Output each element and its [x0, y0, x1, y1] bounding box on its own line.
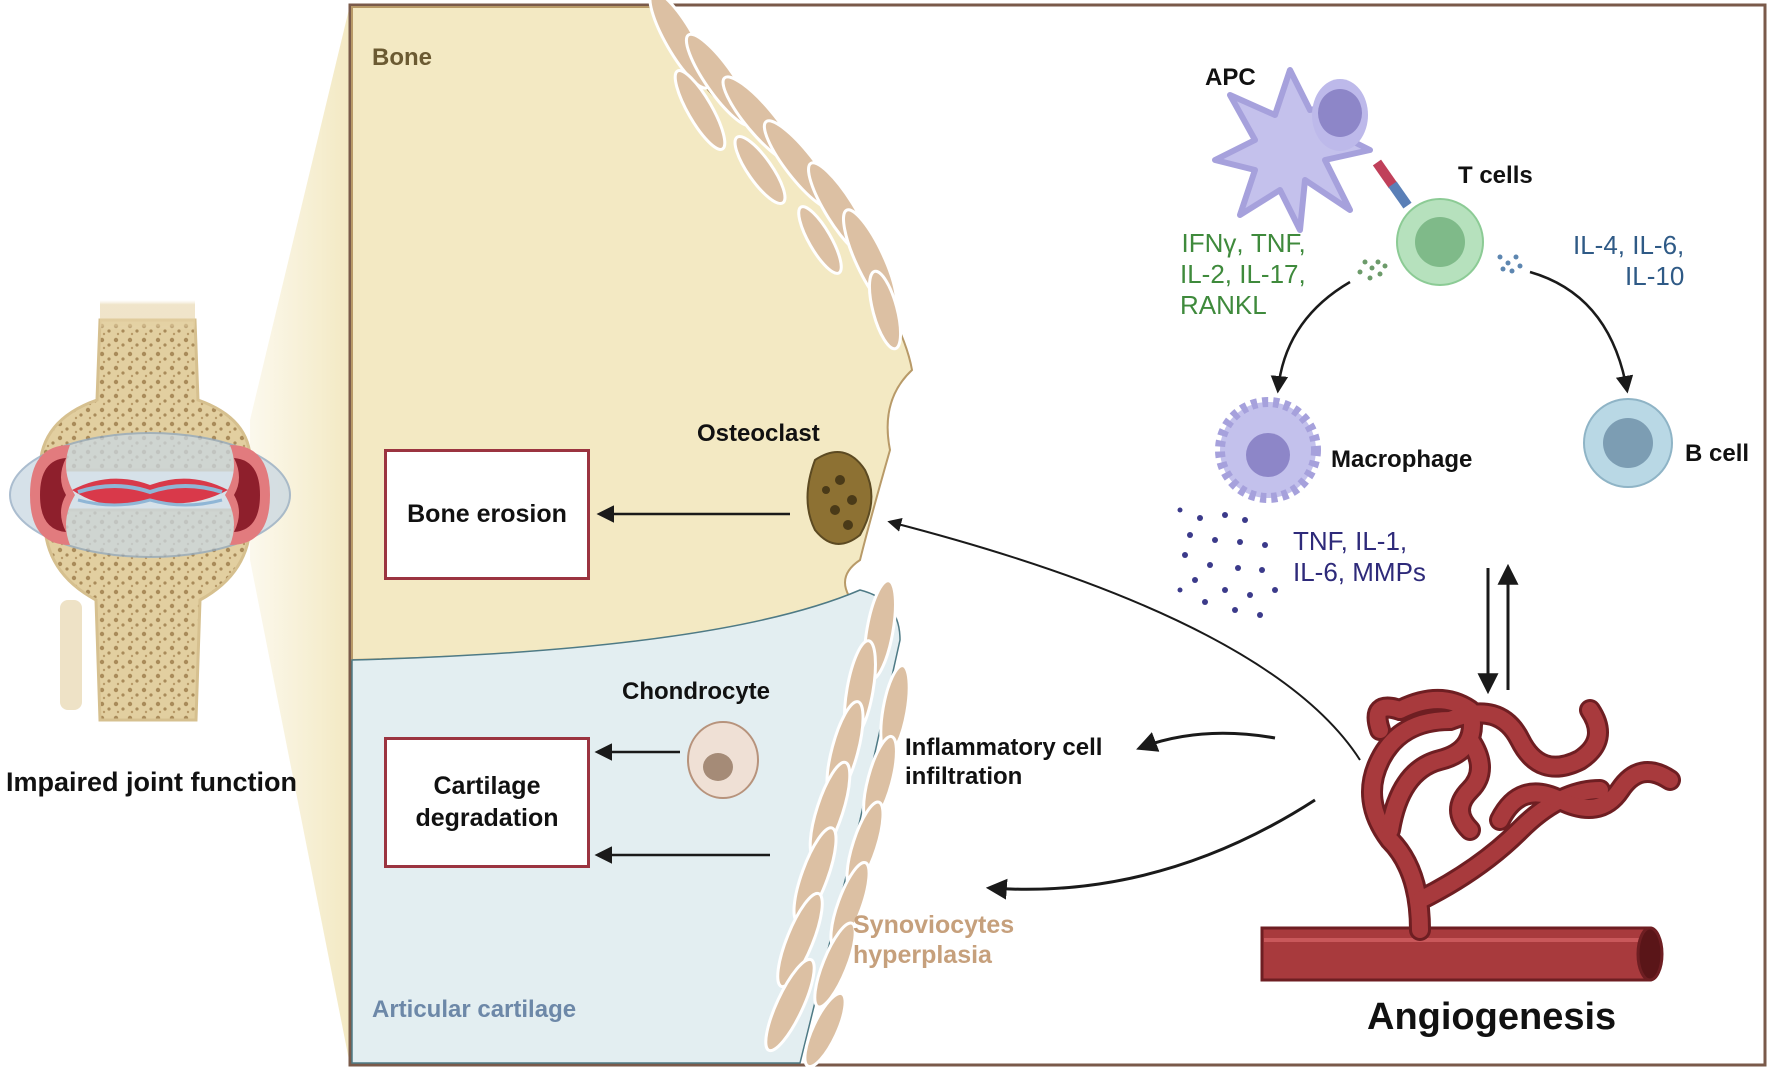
macrophage-cytokines-line1: TNF, IL-1, — [1293, 526, 1408, 556]
th2-cytokines-line1: IL-4, IL-6, — [1573, 230, 1685, 260]
osteoclast-cell — [806, 451, 873, 545]
infiltration-label: Inflammatory cell infiltration — [905, 734, 1102, 792]
t-cell — [1396, 198, 1484, 286]
cartilage-region — [351, 589, 901, 1064]
synoviocyte-layer-lower — [764, 579, 911, 1069]
th2-cytokines-line2: IL-10 — [1625, 261, 1685, 292]
th2-cytokines: IL-4, IL-6, IL-10 — [1573, 230, 1684, 292]
bone-erosion-label: Bone erosion — [407, 499, 567, 528]
cartilage-degradation-line2: degradation — [415, 803, 559, 832]
apc-label: APC — [1205, 64, 1256, 91]
zoom-fan — [250, 5, 350, 1065]
infiltration-line2: infiltration — [905, 762, 1023, 790]
arrow-tcell-to-macrophage — [1270, 280, 1351, 394]
bone-erosion-box: Bone erosion — [384, 449, 590, 580]
t-cells-label: T cells — [1458, 162, 1533, 189]
th2-cytokine-dots — [1497, 254, 1523, 274]
arrow-tcell-to-bcell — [1529, 270, 1634, 394]
th1-cytokines-line2: IL-2, IL-17, — [1180, 259, 1306, 290]
knee-joint-illustration — [9, 300, 291, 722]
cartilage-region-label: Articular cartilage — [372, 996, 577, 1023]
th1-cytokines: IFNγ, TNF, IL-2, IL-17, RANKL — [1180, 228, 1306, 322]
b-cell-label: B cell — [1685, 440, 1750, 467]
angiogenesis-vessel — [1260, 689, 1681, 982]
synoviocytes-line1: Synoviocytes — [853, 911, 1015, 939]
synoviocytes-label: Synoviocytes hyperplasia — [853, 910, 1014, 970]
arrow-angiogenesis-to-osteoclast — [887, 518, 1361, 761]
cartilage-degradation-box: Cartilage degradation — [384, 737, 590, 868]
angiogenesis-label: Angiogenesis — [1367, 996, 1617, 1038]
th1-cytokines-line1: IFNγ, TNF, — [1181, 228, 1306, 258]
b-cell — [1583, 398, 1673, 488]
macrophage-cell — [1215, 397, 1321, 503]
osteoclast-label: Osteoclast — [697, 420, 820, 447]
macrophage-cytokine-dots — [1177, 507, 1278, 618]
arrow-to-infiltration — [1136, 731, 1276, 752]
th1-cytokine-dots — [1357, 259, 1388, 281]
joint-caption: Impaired joint function — [6, 767, 297, 797]
th1-cytokines-line3: RANKL — [1180, 290, 1267, 321]
infiltration-line1: Inflammatory cell — [905, 734, 1103, 761]
macrophage-cytokines-line2: IL-6, MMPs — [1293, 557, 1426, 588]
macrophage-label: Macrophage — [1331, 446, 1473, 473]
chondrocyte-label: Chondrocyte — [622, 678, 771, 705]
arrow-to-hyperplasia — [985, 798, 1316, 900]
synoviocyte-layer-upper — [648, 0, 903, 351]
bone-region-label: Bone — [372, 44, 432, 71]
chondrocyte-cell — [687, 721, 759, 799]
macrophage-cytokines: TNF, IL-1, IL-6, MMPs — [1293, 526, 1426, 588]
cartilage-degradation-line1: Cartilage — [433, 772, 541, 801]
apc-cell — [1212, 67, 1412, 233]
synoviocytes-line2: hyperplasia — [853, 941, 992, 969]
